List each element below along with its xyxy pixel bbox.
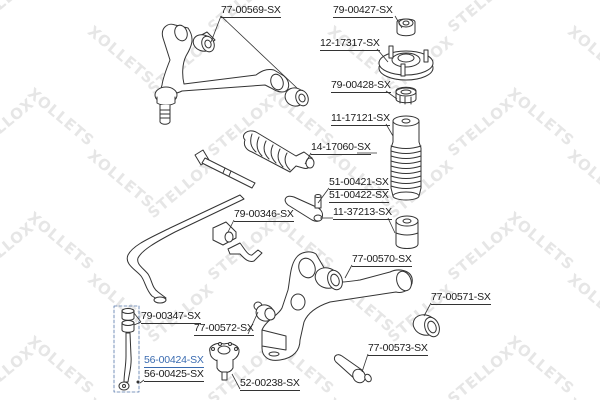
stabilizer-bar-icon [126, 194, 245, 304]
part-label-lower-arm-pin-bushing[interactable]: 77-00573-SX [368, 342, 428, 356]
lower-arm-small-bushing-icon [253, 301, 276, 322]
part-label-ball-joint[interactable]: 52-00238-SX [240, 377, 300, 391]
part-label-lower-arm-bushing-rear[interactable]: 77-00571-SX [431, 291, 491, 305]
shock-boot-icon [390, 115, 422, 201]
upper-arm-bushing-2-icon [284, 87, 309, 107]
upper-control-arm-icon [154, 23, 290, 125]
leader-lines [133, 15, 432, 390]
bearing-icon [395, 86, 417, 105]
rack-boot-icon [242, 130, 315, 173]
part-label-tie-rod-end-2[interactable]: 51-00422-SX [329, 189, 389, 203]
part-label-stabilizer-link-right[interactable]: 56-00425-SX [144, 368, 204, 382]
tie-rod-end-icon [284, 194, 323, 222]
part-label-strut-mount-nut-cap[interactable]: 79-00427-SX [333, 4, 393, 18]
part-label-steering-rack-boot[interactable]: 14-17060-SX [311, 141, 371, 155]
top-mount-icon [378, 45, 434, 81]
part-label-tie-rod-end-1[interactable]: 51-00421-SX [329, 176, 389, 190]
part-label-stabilizer-bushing[interactable]: 79-00346-SX [234, 208, 294, 222]
part-label-strut-bearing[interactable]: 79-00428-SX [331, 79, 391, 93]
ball-joint-icon [209, 342, 240, 381]
part-label-bump-stop[interactable]: 11-37213-SX [333, 206, 392, 220]
bump-stop-icon [395, 215, 419, 249]
part-label-stabilizer-link-bushing[interactable]: 79-00347-SX [141, 310, 201, 324]
stabilizer-bushing-icon [212, 221, 263, 262]
part-label-shock-boot[interactable]: 11-17121-SX [331, 112, 390, 126]
part-label-stabilizer-link-left[interactable]: 56-00424-SX [144, 354, 204, 368]
part-label-strut-top-mount[interactable]: 12-17317-SX [320, 37, 380, 51]
lower-arm-bushing-front-icon [314, 267, 343, 291]
upper-arm-bushing-1-icon [192, 31, 216, 53]
nut-cap-icon [396, 18, 416, 37]
lower-arm-pin-bushing-icon [333, 354, 372, 384]
stabilizer-link-group-icon [113, 305, 140, 393]
lower-arm-bushing-rear-icon [412, 314, 440, 338]
part-label-lower-arm-small-bushing[interactable]: 77-00572-SX [194, 322, 254, 336]
part-label-lower-arm-bushing-front[interactable]: 77-00570-SX [352, 253, 412, 267]
part-label-upper-control-arm-bushing[interactable]: 77-00569-SX [221, 4, 281, 18]
inner-tie-rod-icon [194, 149, 256, 189]
